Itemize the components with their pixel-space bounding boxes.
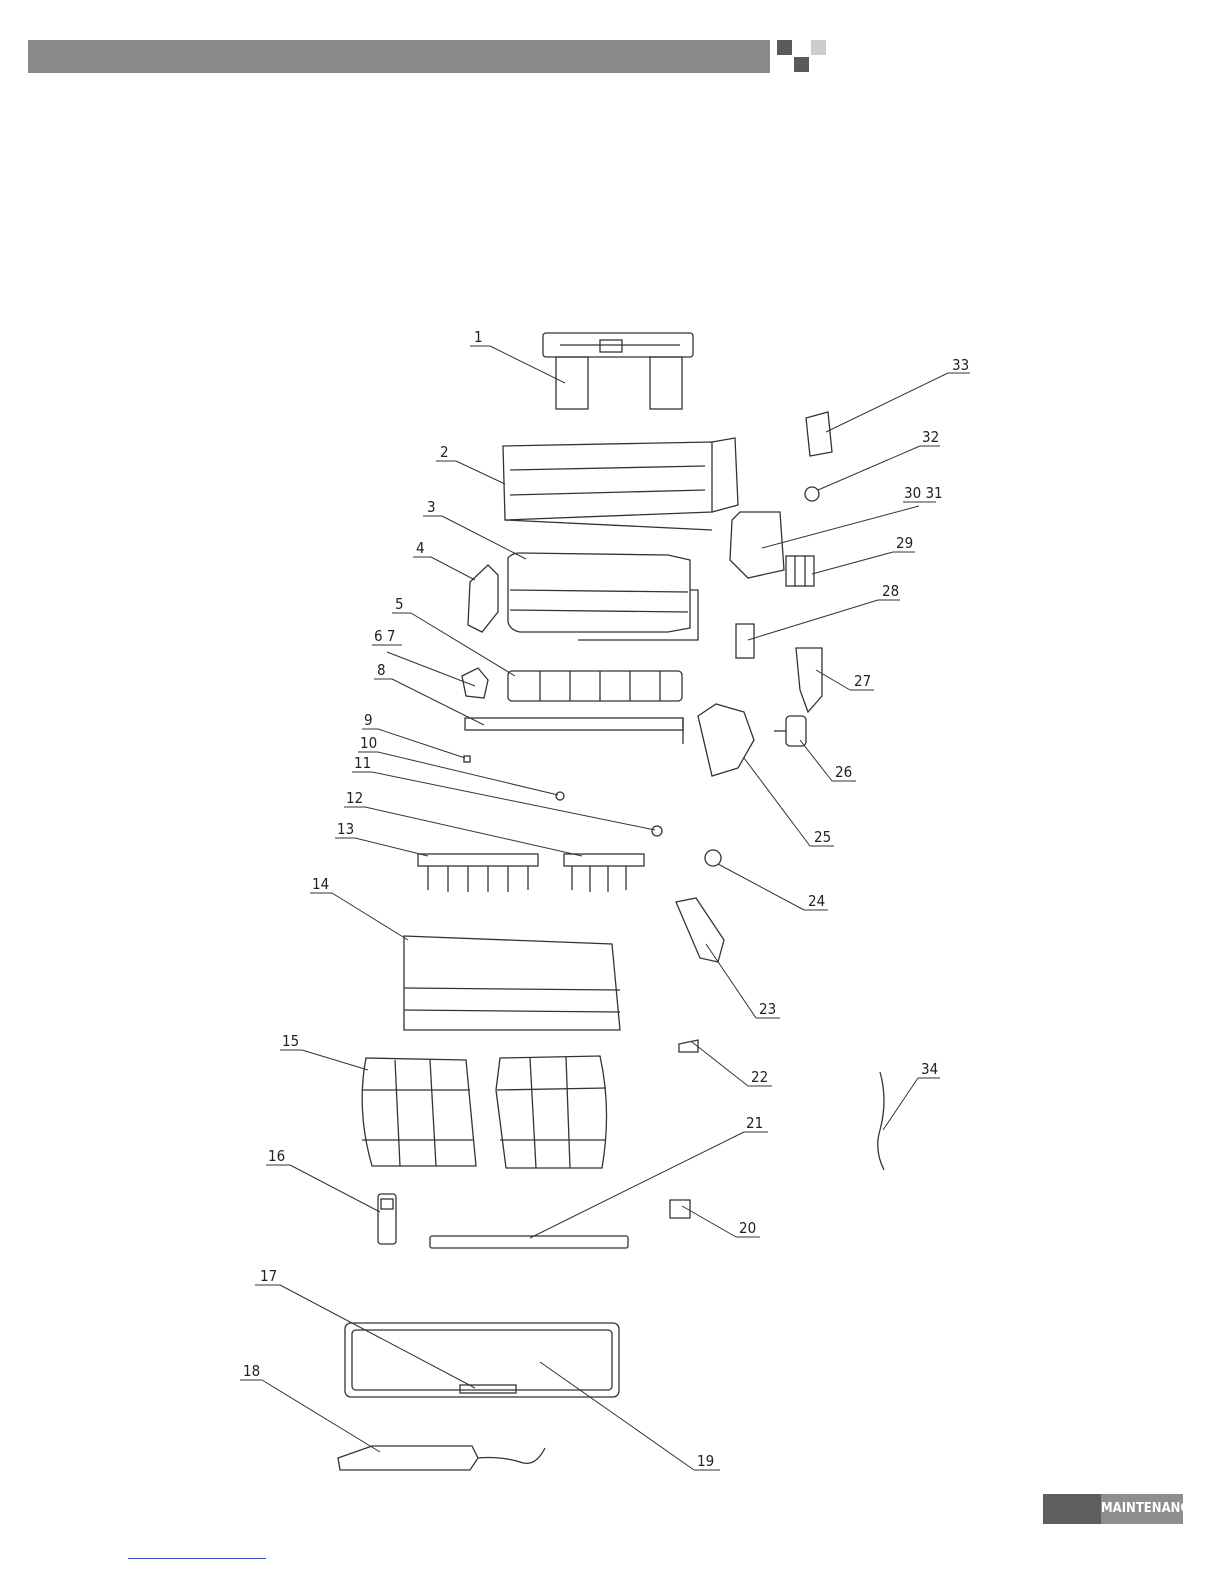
callout-18: 18 <box>243 1362 260 1380</box>
footer-tab-dark <box>1043 1494 1101 1524</box>
part-28-cover <box>736 624 754 658</box>
callout-17: 17 <box>260 1267 277 1285</box>
callout-16: 16 <box>268 1147 285 1165</box>
part-18-display-board <box>338 1446 545 1470</box>
part-15-filter-left <box>362 1058 476 1166</box>
callout-14: 14 <box>312 875 329 893</box>
callout-3: 3 <box>427 498 436 516</box>
part-22-clip <box>679 1040 698 1052</box>
callout-25: 25 <box>814 828 831 846</box>
part-16-remote-controller <box>378 1194 396 1244</box>
part-3-evaporator <box>508 553 698 640</box>
part-12-swing-louver-right <box>564 854 644 892</box>
callout-34: 34 <box>921 1060 938 1078</box>
part-14-front-case <box>404 936 620 1030</box>
callout-5: 5 <box>395 595 404 613</box>
part-4-side-plate <box>468 565 498 632</box>
part-32-sensor <box>805 487 819 501</box>
callout-32: 32 <box>922 428 939 446</box>
callout-11: 11 <box>354 754 371 772</box>
callout-8: 8 <box>377 661 386 679</box>
part-21-guide-louver <box>430 1236 628 1248</box>
callout-28: 28 <box>882 582 899 600</box>
part-1-mounting-plate <box>543 333 693 409</box>
callout-22: 22 <box>751 1068 768 1086</box>
callout-27: 27 <box>854 672 871 690</box>
callout-23: 23 <box>759 1000 776 1018</box>
callout-1: 1 <box>474 328 483 346</box>
part-30-31-electric-box <box>730 512 784 578</box>
callout-24: 24 <box>808 892 825 910</box>
callout-2: 2 <box>440 443 449 461</box>
part-9-small-clip <box>464 756 470 762</box>
callout-6-7: 6 7 <box>374 627 395 645</box>
callout-9: 9 <box>364 711 373 729</box>
part-19-front-panel <box>345 1323 619 1397</box>
part-33-cover <box>806 412 832 456</box>
callout-26: 26 <box>835 763 852 781</box>
leader-lines <box>240 346 970 1470</box>
part-8-connecting-pipe <box>465 718 683 744</box>
part-15-filter-right <box>496 1056 607 1168</box>
callout-33: 33 <box>952 356 969 374</box>
part-29-terminal-board <box>786 556 814 586</box>
part-11-crank <box>652 826 662 836</box>
callout-12: 12 <box>346 789 363 807</box>
part-2-chassis <box>503 438 738 530</box>
part-27-cover <box>796 648 822 712</box>
footer-underline <box>128 1558 266 1559</box>
part-5-cross-flow-fan <box>508 671 682 701</box>
callout-19: 19 <box>697 1452 714 1470</box>
callout-13: 13 <box>337 820 354 838</box>
callout-15: 15 <box>282 1032 299 1050</box>
part-34-drain-hose <box>878 1072 884 1170</box>
callout-21: 21 <box>746 1114 763 1132</box>
footer-section-label: MAINTENANCE <box>1101 1494 1183 1524</box>
callout-30-31: 30 31 <box>904 484 943 502</box>
callout-10: 10 <box>360 734 377 752</box>
part-10-screw <box>556 792 564 800</box>
part-25-motor-holder <box>698 704 754 776</box>
part-24-step-motor <box>705 850 721 866</box>
callout-20: 20 <box>739 1219 756 1237</box>
callout-29: 29 <box>896 534 913 552</box>
part-23-electric-box-cover <box>676 898 724 962</box>
callout-4: 4 <box>416 539 425 557</box>
part-13-swing-louver-left <box>418 854 538 892</box>
